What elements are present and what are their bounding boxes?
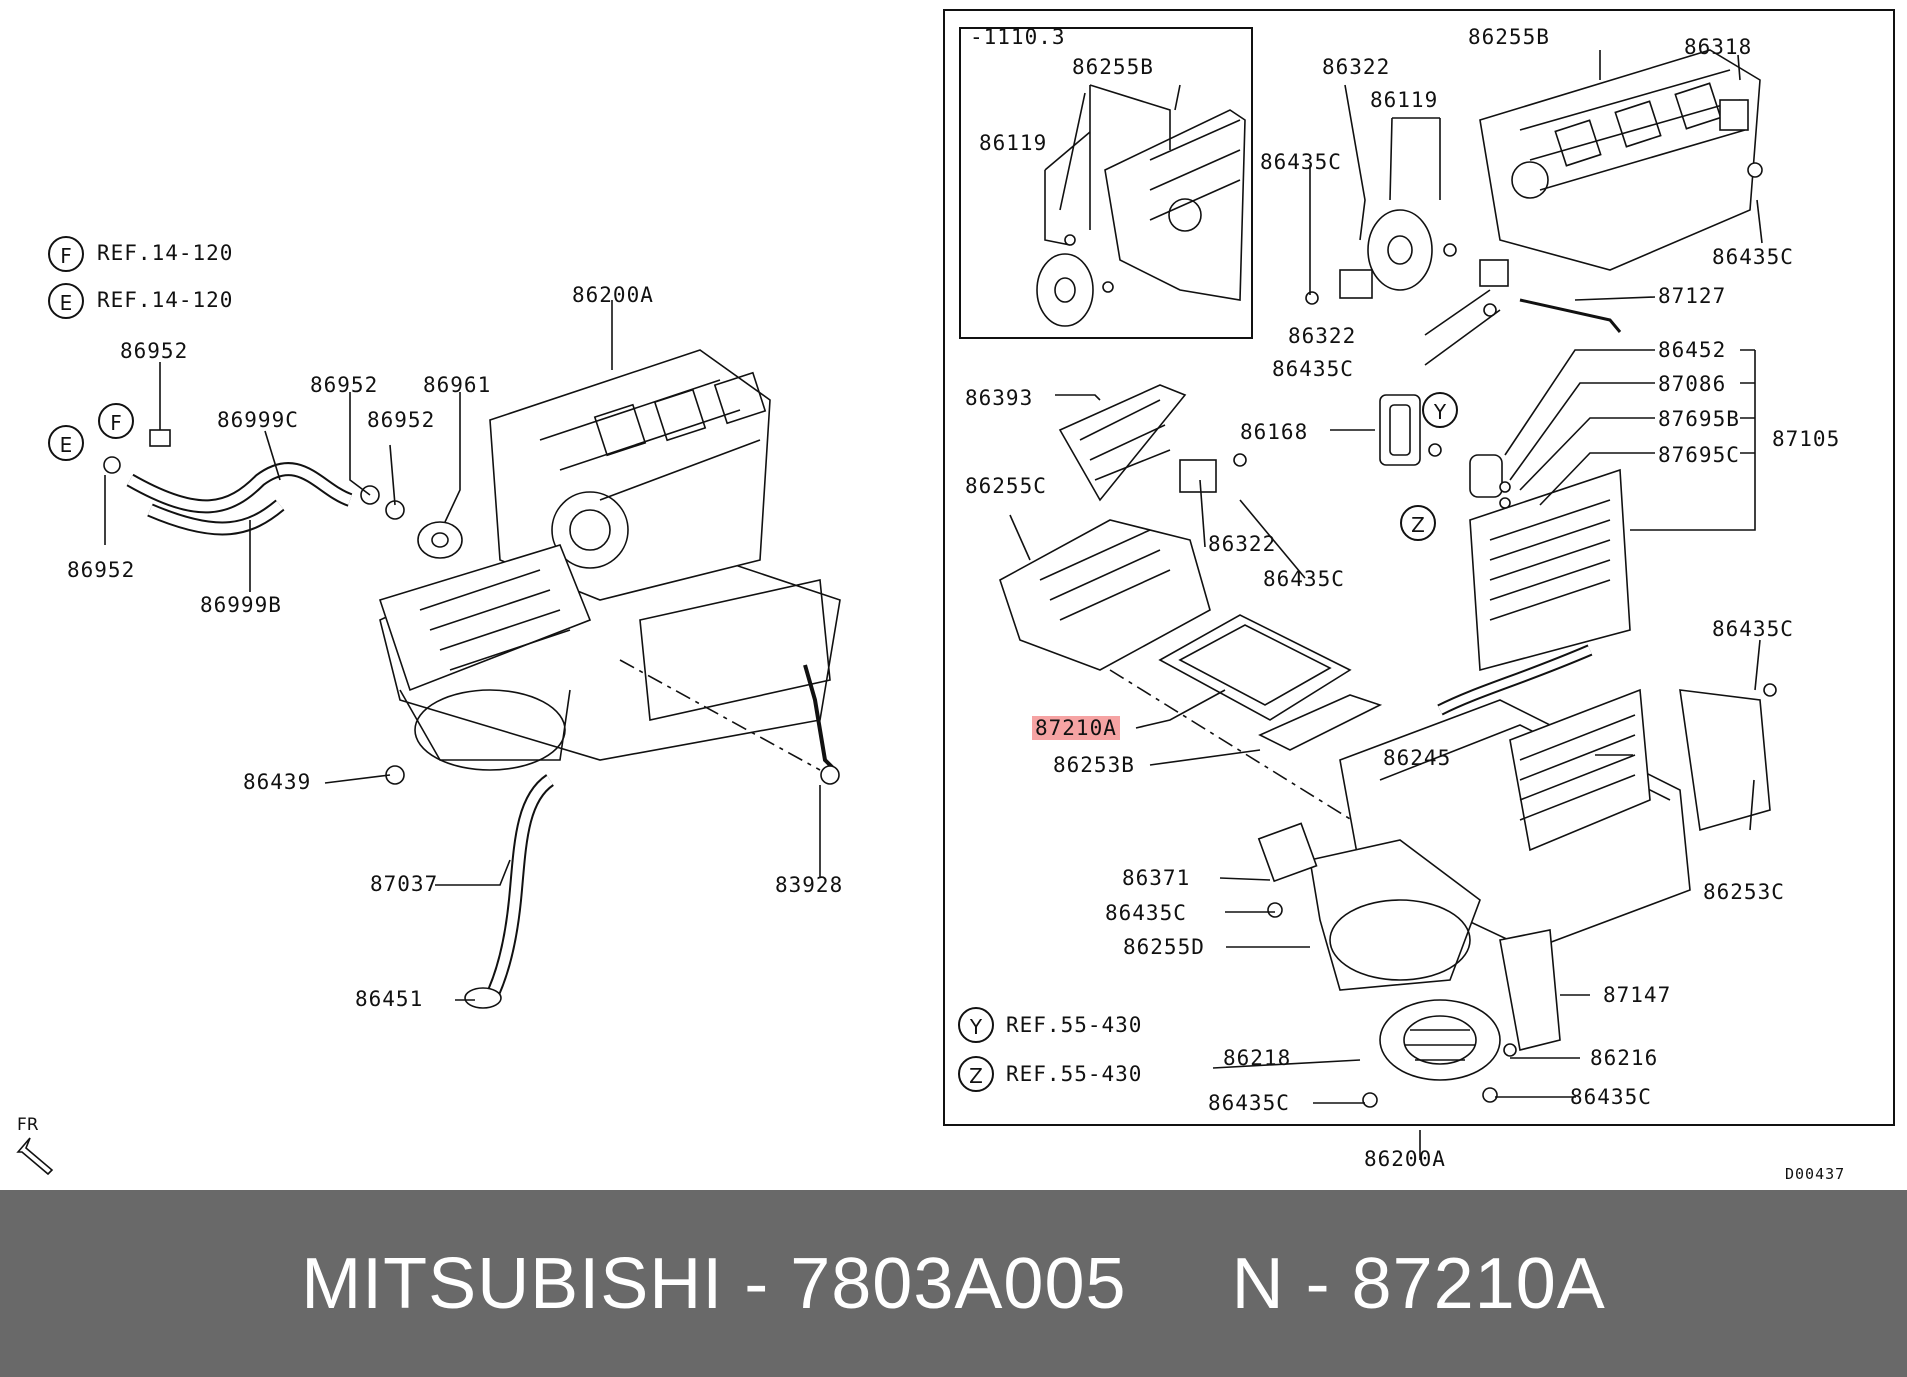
orientation-label: FR bbox=[17, 1115, 39, 1135]
fr-arrow-icon bbox=[16, 1137, 54, 1176]
callout-y: Y bbox=[1422, 392, 1458, 428]
part-label-86999b: 86999B bbox=[200, 593, 282, 617]
part-label-86322: 86322 bbox=[1208, 532, 1277, 556]
upper-case-assembly bbox=[1305, 49, 1763, 333]
part-label-86435c: 86435C bbox=[1712, 617, 1794, 641]
part-label-86393: 86393 bbox=[965, 386, 1034, 410]
evaporator-assembly bbox=[1379, 394, 1631, 672]
ref-circle-z: Z bbox=[958, 1056, 994, 1092]
part-label-87210a-highlighted: 87210A bbox=[1032, 716, 1120, 740]
ref-label-y: REF.55-430 bbox=[1006, 1013, 1143, 1037]
part-label-86200a: 86200A bbox=[572, 283, 654, 307]
part-label-86200a: 86200A bbox=[1364, 1147, 1446, 1171]
part-label-86435c: 86435C bbox=[1105, 901, 1187, 925]
parts-diagram: F REF.14-120 E REF.14-120 Y REF.55-430 Z… bbox=[16, 9, 1895, 1183]
part-label-86952: 86952 bbox=[367, 408, 436, 432]
part-label-86435c: 86435C bbox=[1263, 567, 1345, 591]
right-panel-frame bbox=[943, 9, 1895, 1126]
ref-label-e: REF.14-120 bbox=[97, 288, 234, 312]
part-label-86451: 86451 bbox=[355, 987, 424, 1011]
footer-part-number: MITSUBISHI - 7803A005 N - 87210A bbox=[301, 1243, 1606, 1324]
part-label-87127: 87127 bbox=[1658, 284, 1727, 308]
part-label-86952: 86952 bbox=[310, 373, 379, 397]
part-label-86245: 86245 bbox=[1383, 746, 1452, 770]
part-label-87037: 87037 bbox=[370, 872, 439, 896]
part-label-86435c: 86435C bbox=[1208, 1091, 1290, 1115]
part-label-87086: 87086 bbox=[1658, 372, 1727, 396]
ref-label-f: REF.14-120 bbox=[97, 241, 234, 265]
footer-banner: MITSUBISHI - 7803A005 N - 87210A bbox=[0, 1190, 1907, 1377]
part-label-86435c: 86435C bbox=[1272, 357, 1354, 381]
intake-assembly bbox=[999, 384, 1401, 851]
part-label-86435c: 86435C bbox=[1570, 1085, 1652, 1109]
part-label-86255d: 86255D bbox=[1123, 935, 1205, 959]
diagram-drawing bbox=[16, 9, 1895, 1176]
part-label-87695b: 87695B bbox=[1658, 407, 1740, 431]
ref-circle-f: F bbox=[48, 236, 84, 272]
part-label-87105: 87105 bbox=[1772, 427, 1841, 451]
part-label-86961: 86961 bbox=[423, 373, 492, 397]
part-label-86322: 86322 bbox=[1322, 55, 1391, 79]
part-label-86119: 86119 bbox=[1370, 88, 1439, 112]
part-label-86952: 86952 bbox=[67, 558, 136, 582]
part-label-86999c: 86999C bbox=[217, 408, 299, 432]
part-label-86253b: 86253B bbox=[1053, 753, 1135, 777]
part-label-86218: 86218 bbox=[1223, 1046, 1292, 1070]
part-label-86168: 86168 bbox=[1240, 420, 1309, 444]
ref-circle-y: Y bbox=[958, 1007, 994, 1043]
part-label-87147: 87147 bbox=[1603, 983, 1672, 1007]
part-label-86216: 86216 bbox=[1590, 1046, 1659, 1070]
part-label-86435c: 86435C bbox=[1712, 245, 1794, 269]
inset-drawing bbox=[1036, 84, 1246, 327]
part-label-87695c: 87695C bbox=[1658, 443, 1740, 467]
part-label-86119: 86119 bbox=[979, 131, 1048, 155]
inset-code: -1110.3 bbox=[970, 25, 1066, 49]
part-label-86255c: 86255C bbox=[965, 474, 1047, 498]
part-label-86439: 86439 bbox=[243, 770, 312, 794]
part-label-83928: 83928 bbox=[775, 873, 844, 897]
heater-unit-assembly bbox=[378, 349, 841, 771]
diagram-code: D00437 bbox=[1785, 1165, 1846, 1183]
callout-e: E bbox=[48, 425, 84, 461]
part-label-86253c: 86253C bbox=[1703, 880, 1785, 904]
lower-case-assembly bbox=[1257, 644, 1777, 1108]
part-label-86255b: 86255B bbox=[1072, 55, 1154, 79]
callout-f: F bbox=[98, 403, 134, 439]
part-label-86435c: 86435C bbox=[1260, 150, 1342, 174]
part-label-86322: 86322 bbox=[1288, 324, 1357, 348]
ref-label-z: REF.55-430 bbox=[1006, 1062, 1143, 1086]
part-label-86318: 86318 bbox=[1684, 35, 1753, 59]
part-label-86255b: 86255B bbox=[1468, 25, 1550, 49]
part-label-86452: 86452 bbox=[1658, 338, 1727, 362]
inset-frame bbox=[959, 27, 1253, 339]
ref-circle-e: E bbox=[48, 283, 84, 319]
part-label-86371: 86371 bbox=[1122, 866, 1191, 890]
part-label-86952: 86952 bbox=[120, 339, 189, 363]
callout-z: Z bbox=[1400, 505, 1436, 541]
